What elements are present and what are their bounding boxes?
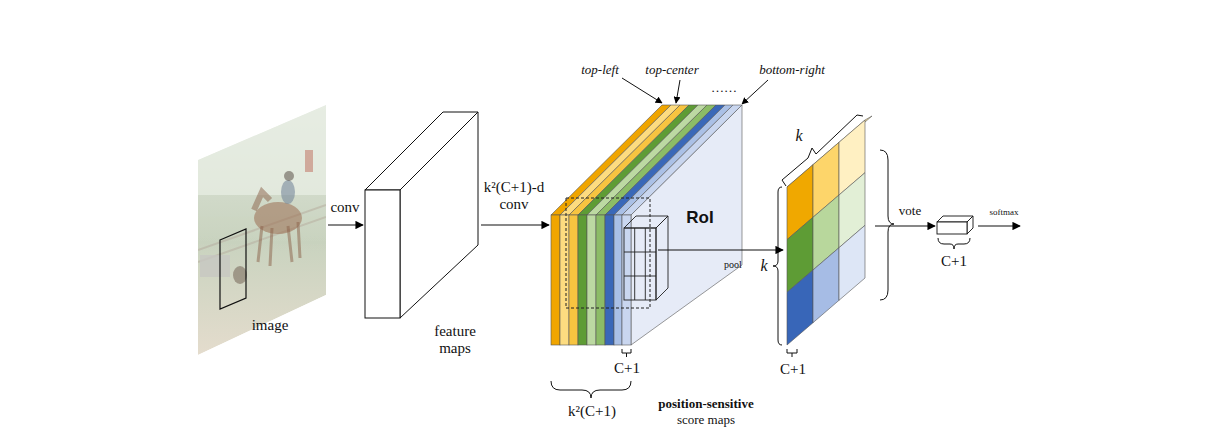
pooled-cell xyxy=(839,225,865,300)
output-arrow xyxy=(978,225,1020,226)
pooled-grid xyxy=(787,116,872,345)
annotation-label: bottom-right xyxy=(759,63,825,78)
slice-front xyxy=(578,215,587,345)
roi-grid-front xyxy=(624,228,656,300)
slice-front xyxy=(587,215,596,345)
vector-front xyxy=(937,222,967,234)
node-label: C+1 xyxy=(941,253,967,270)
node-label: position-sensitive xyxy=(658,397,753,412)
annotation-label: k²(C+1) xyxy=(568,403,616,420)
pooled-cell xyxy=(787,270,813,345)
edge-label: k²(C+1)-d conv xyxy=(478,179,550,214)
node-label: RoI xyxy=(686,208,713,228)
slice-front xyxy=(596,215,605,345)
score-map-slices xyxy=(551,105,742,345)
slice-front xyxy=(622,215,631,345)
edge-label: vote xyxy=(899,204,921,219)
node-label: k xyxy=(760,257,767,275)
photo-ground xyxy=(198,105,326,355)
photo-person xyxy=(305,150,313,172)
slab-side xyxy=(400,112,478,318)
roi-on-image xyxy=(220,229,246,309)
photo-horse-legs xyxy=(258,222,300,266)
slice-top xyxy=(622,105,742,215)
vector-side xyxy=(967,216,973,234)
slab-front xyxy=(365,190,400,318)
node-label: C+1 xyxy=(780,361,806,378)
slice-front xyxy=(614,215,622,345)
node-label: image xyxy=(252,317,289,334)
brace xyxy=(782,115,863,186)
leader-arrow xyxy=(742,80,768,104)
brace xyxy=(622,349,631,357)
slice-front xyxy=(551,215,560,345)
leader-arrow xyxy=(622,78,662,103)
roi-dashed-box xyxy=(566,198,650,308)
edge-label: conv xyxy=(330,199,359,216)
photo-rider xyxy=(281,180,295,204)
photo-rider-head xyxy=(284,171,294,181)
photo-car xyxy=(200,255,230,277)
score-map-block: position-sensitivescore mapsRoI xyxy=(551,105,742,345)
photo-dog xyxy=(233,266,247,284)
flow-arrow xyxy=(875,225,935,226)
photo-horse-head xyxy=(254,192,270,210)
annotation-label: …… xyxy=(711,81,737,96)
brace xyxy=(773,187,782,345)
edge-label: pool xyxy=(724,259,742,271)
leader-arrow xyxy=(676,80,680,103)
vote-vector: C+1 xyxy=(937,216,973,234)
photo-sky xyxy=(198,105,326,195)
feature-map-block: feature maps xyxy=(365,112,479,319)
roi-grid xyxy=(624,216,668,300)
brace xyxy=(551,381,631,398)
annotation-label: softmax xyxy=(990,207,1019,217)
brace xyxy=(787,349,797,357)
slice-front xyxy=(569,215,578,345)
photo xyxy=(198,105,326,355)
flow-arrow xyxy=(658,249,783,250)
annotation-label: top-center xyxy=(645,63,698,78)
node-label: k xyxy=(795,127,802,145)
annotation-label: C+1 xyxy=(614,360,640,377)
annotation-label: top-left xyxy=(581,63,619,78)
slice-front xyxy=(605,215,614,345)
brace xyxy=(880,150,894,300)
roi-region: RoI xyxy=(566,198,656,308)
input-image: image xyxy=(198,105,326,355)
flow-arrow xyxy=(481,224,549,225)
node-label: score maps xyxy=(677,413,735,428)
brace xyxy=(938,238,970,249)
slice-front xyxy=(560,215,569,345)
node-label: feature maps xyxy=(420,323,490,358)
pooled-cell xyxy=(813,248,839,323)
flow-arrow xyxy=(328,224,363,225)
roi-grid-lines xyxy=(624,228,656,300)
roi-grid-side xyxy=(656,216,668,300)
pooled-score-block: kkC+1 xyxy=(785,116,873,345)
